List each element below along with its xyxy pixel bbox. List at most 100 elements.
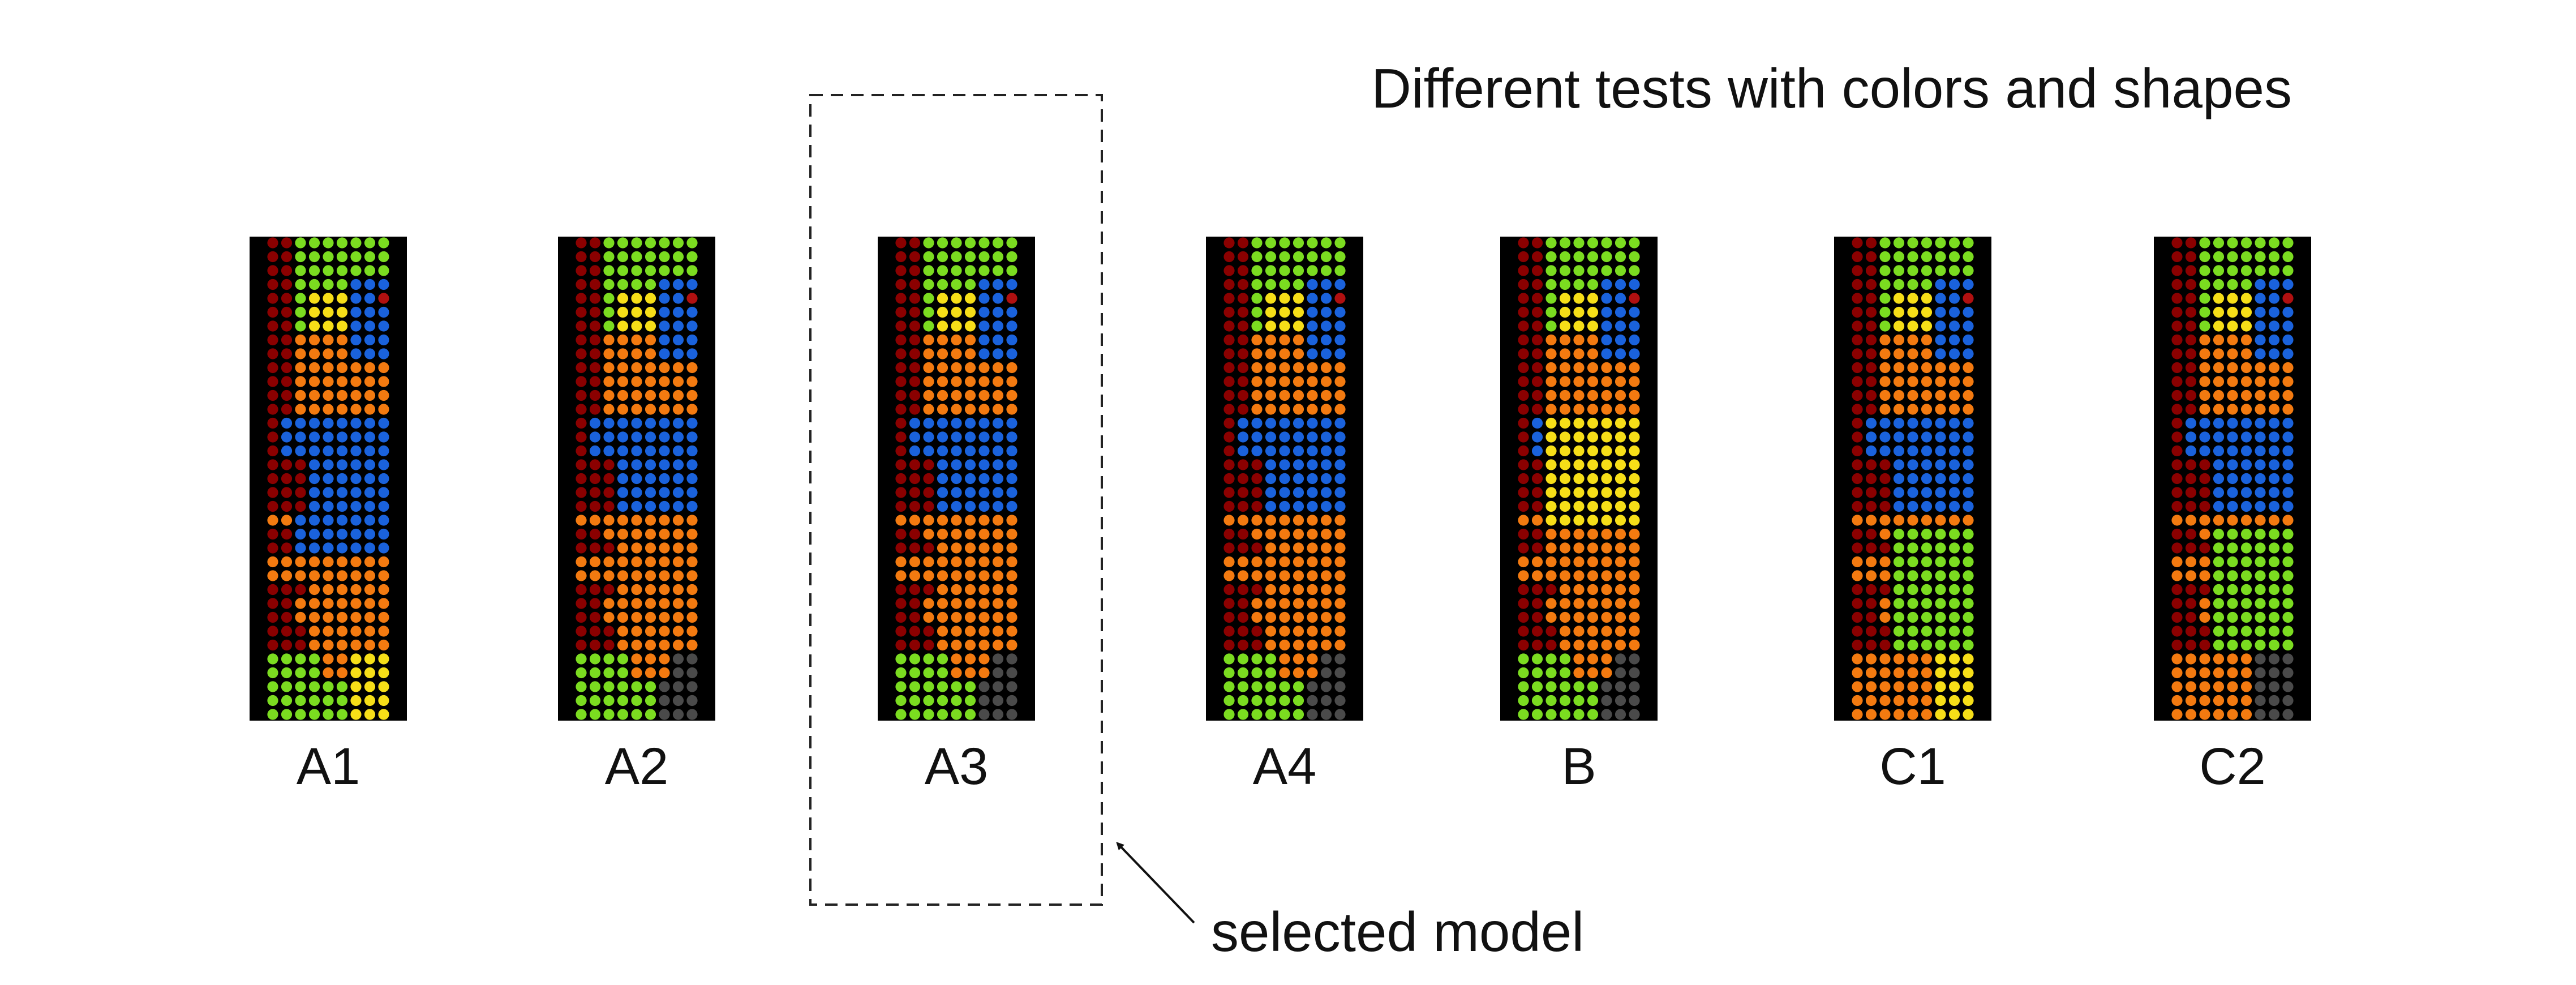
panel-dot — [1963, 681, 1974, 692]
panel-dot — [1006, 320, 1017, 332]
panel-dot — [1573, 709, 1585, 720]
panel-dot — [1006, 556, 1017, 568]
panel-dot — [1279, 653, 1290, 665]
panel-dot — [645, 598, 656, 609]
panel-dot — [2240, 279, 2252, 290]
panel-dot — [2255, 681, 2266, 692]
panel-dot — [1615, 598, 1626, 609]
panel-dot — [631, 709, 642, 720]
panel-dot — [1320, 709, 1332, 720]
panel-dot — [1921, 279, 1933, 290]
panel-dot — [2185, 500, 2197, 512]
panel-dot — [2268, 515, 2280, 526]
panel-dot — [2282, 362, 2294, 374]
panel-dot — [1893, 473, 1905, 485]
panel-dot — [589, 251, 601, 263]
panel-dot — [978, 500, 990, 512]
panel-dot — [895, 542, 907, 554]
panel-dot — [631, 639, 642, 651]
panel-dot — [1334, 653, 1346, 665]
panel-dot — [364, 598, 376, 609]
panel-dot — [308, 542, 320, 554]
panel-dot — [576, 251, 587, 263]
panel-dot — [576, 293, 587, 304]
panel-dot — [2282, 293, 2294, 304]
panel-dot — [378, 584, 389, 596]
panel-dot — [1601, 293, 1612, 304]
panel-dot — [1237, 598, 1249, 609]
panel-dot — [1893, 584, 1905, 596]
panel-dot — [1223, 611, 1235, 623]
panel-dot — [1265, 487, 1277, 498]
panel-dot — [1265, 528, 1277, 540]
panel-dot — [364, 709, 376, 720]
panel-dot — [1879, 626, 1891, 637]
panel-dot — [1518, 473, 1529, 485]
panel-dot — [1518, 306, 1529, 318]
panel-dot — [1293, 417, 1304, 429]
model-label-b: B — [1561, 738, 1596, 795]
panel-dot — [937, 473, 948, 485]
panel-dot — [1629, 695, 1640, 706]
panel-dot — [1518, 265, 1529, 276]
panel-dot — [364, 500, 376, 512]
panel-dot — [992, 515, 1004, 526]
panel-dot — [617, 362, 629, 374]
panel-dot — [2227, 667, 2238, 679]
panel-dot — [267, 320, 278, 332]
panel-dot — [1879, 279, 1891, 290]
panel-dot — [350, 709, 362, 720]
panel-dot — [1629, 389, 1640, 401]
panel-dot — [2240, 251, 2252, 263]
panel-dot — [2282, 500, 2294, 512]
panel-dot — [923, 584, 934, 596]
panel-dot — [1265, 515, 1277, 526]
panel-dot — [1615, 362, 1626, 374]
panel-dot — [1223, 598, 1235, 609]
panel-dot — [659, 459, 670, 470]
panel-dot — [2240, 695, 2252, 706]
panel-dot — [951, 265, 962, 276]
panel-dot — [1531, 473, 1543, 485]
panel-dot — [1293, 431, 1304, 443]
panel-dot — [1921, 376, 1933, 387]
panel-dot — [295, 459, 306, 470]
panel-dot — [895, 556, 907, 568]
panel-dot — [1615, 709, 1626, 720]
panel-dot — [308, 500, 320, 512]
panel-dot — [1518, 639, 1529, 651]
panel-dot — [1334, 362, 1346, 374]
panel-dot — [895, 515, 907, 526]
panel-dot — [1615, 667, 1626, 679]
panel-dot — [1879, 348, 1891, 359]
panel-dot — [1320, 389, 1332, 401]
panel-dot — [909, 626, 921, 637]
panel-dot — [1320, 584, 1332, 596]
panel-dot — [2255, 556, 2266, 568]
panel-dot — [1573, 334, 1585, 346]
panel-dot — [295, 709, 306, 720]
panel-dot — [1237, 362, 1249, 374]
panel-dot — [576, 279, 587, 290]
panel-dot — [2213, 695, 2225, 706]
panel-dot — [378, 389, 389, 401]
panel-dot — [1334, 376, 1346, 387]
panel-dot — [631, 265, 642, 276]
panel-dot — [1948, 320, 1960, 332]
panel-dot — [672, 556, 684, 568]
panel-dot — [909, 681, 921, 692]
panel-dot — [267, 389, 278, 401]
panel-dot — [378, 626, 389, 637]
panel-dot — [2268, 653, 2280, 665]
panel-dot — [1293, 584, 1304, 596]
panel-dot — [350, 639, 362, 651]
panel-dot — [1559, 251, 1571, 263]
panel-dot — [1587, 681, 1599, 692]
panel-dot — [672, 570, 684, 581]
panel-dot — [267, 500, 278, 512]
panel-dot — [1334, 459, 1346, 470]
panel-dot — [1587, 417, 1599, 429]
panel-dot — [267, 639, 278, 651]
panel-dot — [937, 348, 948, 359]
panel-dot — [1879, 376, 1891, 387]
